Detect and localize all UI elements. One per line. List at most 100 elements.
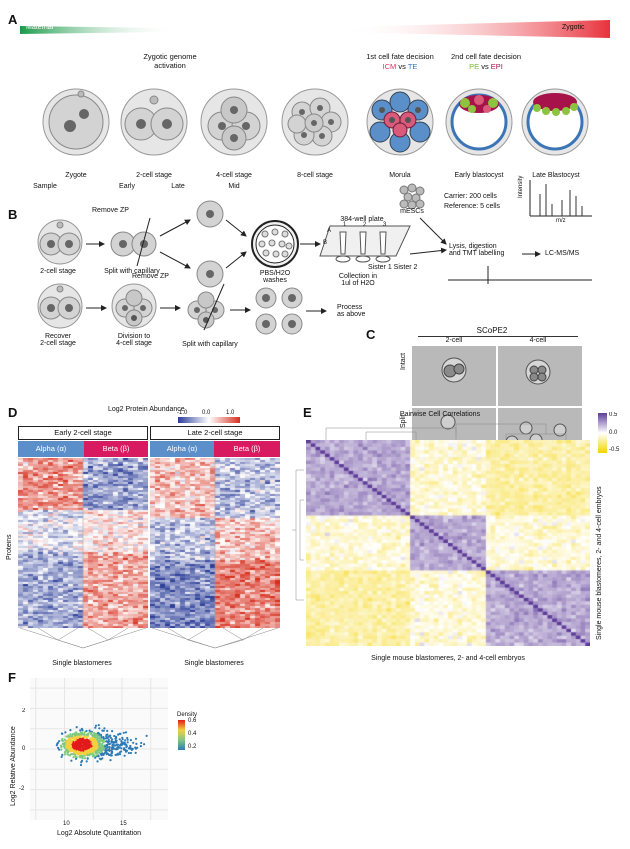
intensity-label: Intensity <box>518 175 524 198</box>
f-data-point <box>78 733 81 736</box>
f-data-point <box>80 727 83 730</box>
plate-label: 384-well plate <box>340 216 384 223</box>
d-dendrograms <box>19 627 279 649</box>
f-data-point <box>75 732 78 735</box>
f-data-point <box>125 743 128 747</box>
f-data-point <box>91 743 94 746</box>
f-plot-area[interactable] <box>30 678 168 820</box>
f-data-point <box>87 748 90 752</box>
f-data-point <box>81 739 85 742</box>
plate-col-2: 2 <box>363 222 367 228</box>
f-data-point <box>98 735 101 738</box>
f-data-point <box>81 751 84 754</box>
mass-spectrum <box>529 180 592 217</box>
f-data-point <box>70 741 73 744</box>
icm-label: ICM <box>382 62 397 71</box>
f-data-point <box>62 745 66 748</box>
f-data-point <box>78 744 81 747</box>
d-late-beta: Beta (β) <box>214 441 280 457</box>
f-data-point <box>70 735 73 738</box>
sister-blastomere-2 <box>196 260 224 288</box>
zygotic-label: Zygotic <box>562 24 585 31</box>
f-data-point <box>70 759 73 762</box>
f-data-point <box>85 747 88 750</box>
mz-label: m/z <box>556 218 566 224</box>
d-late-beta-label: Beta (β) <box>233 444 261 453</box>
pbs-wash-label: PBS/H2O washes <box>259 270 291 284</box>
f-data-point <box>108 749 111 752</box>
collection-label: Collection in 1ul of H2O <box>338 273 378 287</box>
f-data-point <box>102 741 105 744</box>
scope2-title: SCoPE2 <box>476 326 508 335</box>
f-data-point <box>107 738 110 741</box>
lysis-label: Lysis, digestion and TMT labelling <box>449 243 505 257</box>
d-xlabel-early: Single blastomeres <box>52 660 112 667</box>
f-data-point <box>107 741 110 744</box>
mesc-cluster <box>399 183 425 210</box>
f-data-point <box>116 746 119 749</box>
f-data-point <box>67 737 70 740</box>
late-blastocyst-embryo <box>521 88 589 156</box>
f-data-point <box>96 734 99 737</box>
e-tick-low: -0.5 <box>609 447 620 453</box>
epi-label: EPI <box>490 62 503 71</box>
d-early-alpha-label: Alpha (α) <box>35 444 67 453</box>
f-data-point <box>55 744 58 747</box>
f-data-point <box>70 753 73 756</box>
d-tick-zero: 0.0 <box>202 410 211 416</box>
f-data-point <box>58 740 61 743</box>
maternal-label: Maternal <box>26 24 54 31</box>
f-data-point <box>108 746 111 749</box>
f-data-point <box>135 742 138 745</box>
f-data-point <box>102 729 105 732</box>
f-data-point <box>119 732 122 735</box>
e-ylabel: Single mouse blastomeres, 2- and 4-cell … <box>596 486 603 640</box>
f-data-point <box>111 730 114 733</box>
recover-label: Recover 2-cell stage <box>40 333 76 347</box>
f-data-point <box>86 735 90 738</box>
f-data-point <box>94 734 97 737</box>
f-data-point <box>100 750 103 754</box>
d-legend-title: Log2 Protein Abundance <box>108 406 185 413</box>
f-data-point <box>143 743 146 746</box>
col-two-cell: 2-cell <box>445 337 463 344</box>
zygote-embryo <box>42 88 110 156</box>
f-data-point <box>106 729 109 732</box>
f-data-point <box>56 741 59 745</box>
f-data-point <box>83 757 87 760</box>
f-data-point <box>100 736 103 739</box>
f-data-point <box>76 750 79 753</box>
f-data-point <box>111 740 114 743</box>
f-data-point <box>134 747 138 750</box>
f-legend-tick-2: 0.2 <box>188 744 197 750</box>
f-data-point <box>60 745 63 748</box>
f-data-point <box>95 751 99 755</box>
f-data-point <box>101 753 104 756</box>
d-ylabel: Proteins <box>6 534 13 560</box>
f-data-point <box>88 729 91 732</box>
f-data-point <box>108 742 111 746</box>
f-data-point <box>121 738 124 741</box>
two-cell-with-zp <box>37 219 83 265</box>
f-data-point <box>97 740 100 743</box>
f-data-point <box>111 743 114 746</box>
f-data-point <box>61 742 64 745</box>
f-data-point <box>98 727 101 730</box>
f-data-point <box>90 739 93 742</box>
d-tick-pos: 1.0 <box>226 410 235 416</box>
lcms-label: LC-MS/MS <box>545 250 580 257</box>
f-data-point <box>83 744 86 747</box>
f-ylabel: Log2 Relative Abundance <box>10 726 17 806</box>
f-data-point <box>83 735 86 738</box>
panel-b-letter: B <box>8 207 18 222</box>
f-data-point <box>72 756 75 759</box>
f-xtick-10: 10 <box>63 821 70 827</box>
f-data-point <box>79 763 83 767</box>
f-data-point <box>78 755 81 758</box>
f-data-point <box>95 740 98 743</box>
two-cell-embryo <box>120 88 188 156</box>
panel-c-letter: C <box>366 327 376 342</box>
stage-zygote: Zygote <box>65 172 87 179</box>
remove-zp-label-1: Remove ZP <box>92 207 129 214</box>
f-data-point <box>92 755 96 758</box>
